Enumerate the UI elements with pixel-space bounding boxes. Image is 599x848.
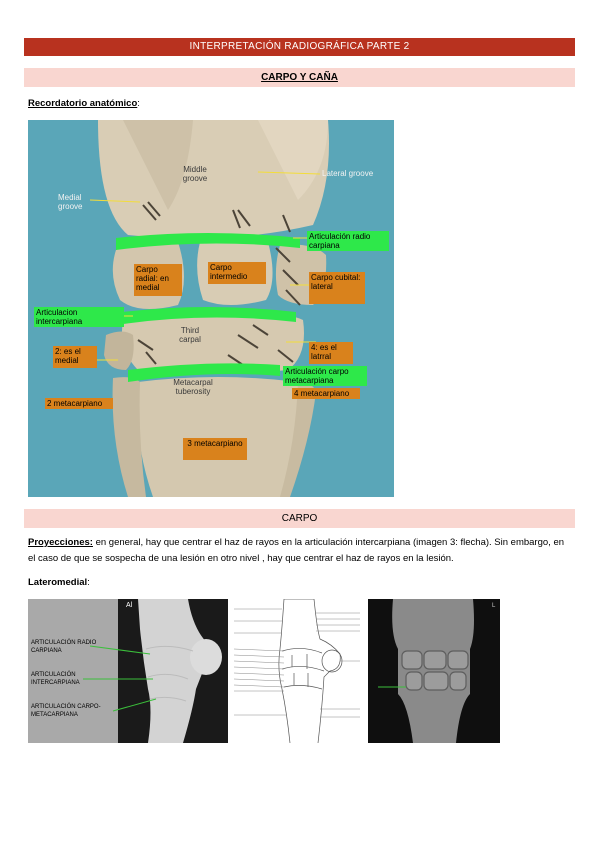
- dorsopalmar-xray: L: [368, 599, 500, 743]
- anatomy-heading: Recordatorio anatómico:: [28, 98, 140, 109]
- xray-carpus-frontal: L: [378, 599, 496, 743]
- third-metacarpal-label: 3 metacarpiano: [183, 438, 247, 460]
- lateromedial-heading: Lateromedial:: [28, 577, 90, 588]
- metacarpal-tuberosity-label: Metacarpal tuberosity: [173, 378, 213, 396]
- radiocarpal-joint-label: Articulación radio carpiana: [307, 231, 389, 251]
- medial-groove-label: Medial groove: [58, 193, 83, 211]
- radial-carpal-label: Carpo radial: en medial: [134, 264, 182, 296]
- second-metacarpal-label: 2 metacarpiano: [45, 398, 113, 409]
- xray-marker: Al: [126, 602, 133, 609]
- carpus-bone-illustration: [89, 120, 329, 497]
- middle-groove-label: Middle groove: [182, 165, 208, 183]
- xray-radiocarpal-label: ARTICULACIÓN RADIO CARPIANA: [31, 640, 97, 654]
- carpus-line-drawing: [233, 599, 360, 743]
- third-carpal-label: Third carpal: [179, 326, 201, 344]
- second-carpal-label: 2: es el medial: [53, 346, 97, 368]
- section-subtitle: CARPO Y CAÑA: [261, 72, 338, 83]
- svg-text:L: L: [492, 603, 496, 609]
- fourth-carpal-label: 4: es el latrral: [309, 342, 353, 364]
- xray-carpus-shape: [83, 599, 222, 743]
- intermediate-carpal-label: Carpo intermedio: [208, 262, 266, 284]
- xray-carpometacarpal-label: ARTICULACIÓN CARPO-METACARPIANA: [31, 704, 101, 718]
- xray-intercarpal-label: ARTICULACIÓN INTERCARPIANA: [31, 672, 80, 686]
- lateral-groove-label: Lateral groove: [322, 169, 374, 178]
- carpometacarpal-joint-label: Articulación carpo metacarpiana: [283, 366, 367, 386]
- carpo-section-title: CARPO: [281, 513, 318, 524]
- section-subtitle-bar: CARPO Y CAÑA: [24, 68, 575, 87]
- lateromedial-xray-labeled: Al ARTICULACIÓN RADIO CARPIANA ARTICULAC…: [28, 599, 228, 743]
- ulnar-carpal-label: Carpo cubital: lateral: [309, 272, 365, 304]
- carpus-anatomy-figure: Middle groove Lateral groove Medial groo…: [28, 120, 394, 497]
- lateromedial-line-drawing: [232, 599, 364, 743]
- intercarpal-joint-label: Articulacion intercarpiana: [34, 307, 124, 327]
- fourth-metacarpal-label: 4 metacarpiano: [292, 388, 360, 399]
- document-title: INTERPRETACIÓN RADIOGRÁFICA PARTE 2: [189, 41, 410, 52]
- carpo-section-bar: CARPO: [24, 509, 575, 528]
- document-title-bar: INTERPRETACIÓN RADIOGRÁFICA PARTE 2: [24, 38, 575, 56]
- projections-paragraph: Proyecciones: en general, hay que centra…: [28, 537, 565, 564]
